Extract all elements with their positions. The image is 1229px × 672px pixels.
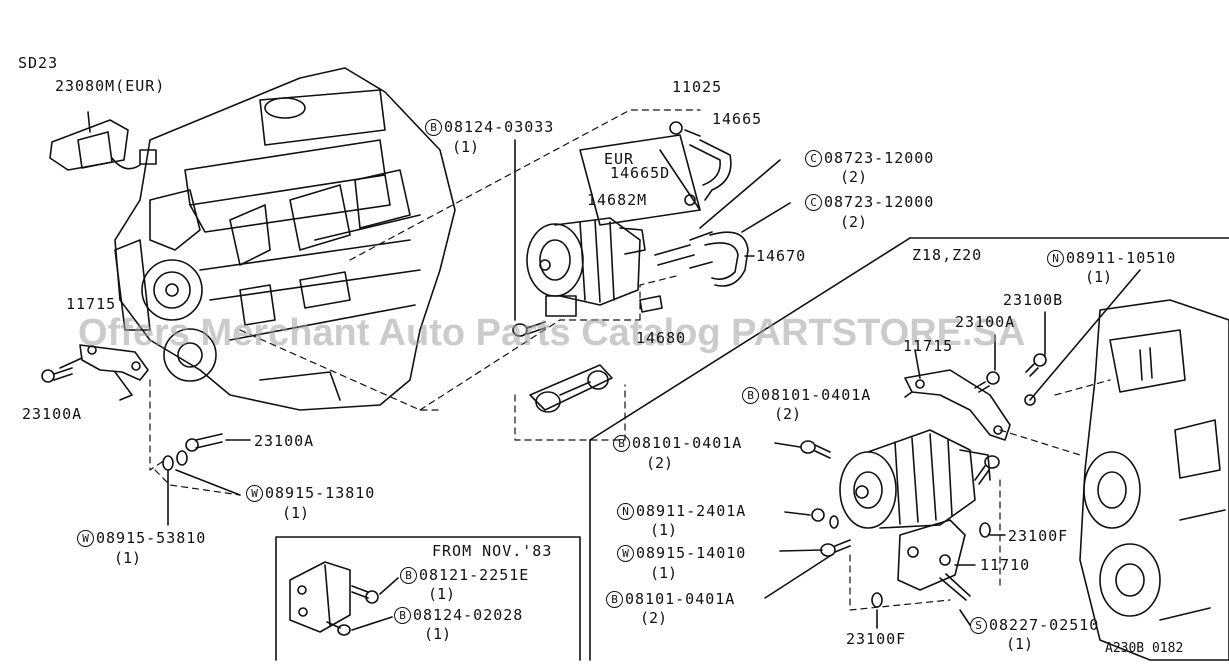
qty-n-08911-2401a: (1) bbox=[650, 521, 678, 539]
bolt-08124-03033 bbox=[512, 321, 546, 337]
badge-c: C bbox=[805, 150, 822, 167]
qty-s-08227-02510: (1) bbox=[1006, 635, 1034, 653]
badge-w: W bbox=[617, 545, 634, 562]
label-23100b[interactable]: 23100B bbox=[1003, 291, 1064, 309]
label-14665[interactable]: 14665 bbox=[712, 110, 763, 128]
label-11715-right[interactable]: 11715 bbox=[903, 337, 954, 355]
label-14680[interactable]: 14680 bbox=[636, 329, 687, 347]
badge-b: B bbox=[742, 387, 759, 404]
label-11715-left[interactable]: 11715 bbox=[66, 295, 117, 313]
label-23100a-mid[interactable]: 23100A bbox=[254, 432, 315, 450]
qty-w-08915-14010: (1) bbox=[650, 564, 678, 582]
inset-bracket-drawing bbox=[289, 561, 399, 636]
bracket-11710 bbox=[897, 519, 966, 591]
pipe-14665d-box bbox=[579, 134, 701, 226]
inset-box bbox=[275, 536, 581, 661]
bolt-23100a-mid bbox=[185, 433, 223, 452]
right-engine-drawing bbox=[1079, 299, 1229, 661]
alternator-upper-drawing bbox=[526, 217, 695, 317]
hose-14665 bbox=[669, 121, 732, 201]
qty-c-08723-12000-b: (2) bbox=[840, 213, 868, 231]
label-14670[interactable]: 14670 bbox=[756, 247, 807, 265]
bolt-23100a-left bbox=[41, 367, 73, 383]
sd23-engine-drawing bbox=[114, 67, 456, 411]
sensor-23080m-drawing bbox=[49, 111, 157, 171]
figure-code: A230B 0182 bbox=[1105, 641, 1184, 656]
label-from-nov-83: FROM NOV.'83 bbox=[432, 542, 553, 560]
badge-c: C bbox=[805, 194, 822, 211]
z18-panel-divider bbox=[589, 237, 1229, 661]
label-11710[interactable]: 11710 bbox=[980, 556, 1031, 574]
qty-n-08911-10510: (1) bbox=[1085, 268, 1113, 286]
qty-c-08723-12000-a: (2) bbox=[840, 168, 868, 186]
badge-b: B bbox=[394, 607, 411, 624]
label-eur: EUR bbox=[604, 150, 635, 168]
qty-b-08124-03033: (1) bbox=[452, 138, 480, 156]
alternator-lower-drawing bbox=[839, 429, 991, 529]
badge-w: W bbox=[246, 485, 263, 502]
qty-b-08124-02028: (1) bbox=[424, 625, 452, 643]
bracket-11715-left bbox=[79, 344, 149, 401]
fasteners-right bbox=[800, 353, 1047, 608]
label-14665d[interactable]: 14665D bbox=[610, 164, 671, 182]
hose-14670 bbox=[689, 231, 749, 287]
filter-14680-drawing bbox=[529, 364, 613, 413]
qty-w-08915-13810: (1) bbox=[282, 504, 310, 522]
label-23100a-right[interactable]: 23100A bbox=[955, 313, 1016, 331]
label-23080m[interactable]: 23080M(EUR) bbox=[55, 77, 166, 95]
qty-b-08101-0401a-2: (2) bbox=[646, 454, 674, 472]
badge-b: B bbox=[613, 435, 630, 452]
qty-b-08121-2251e: (1) bbox=[428, 585, 456, 603]
badge-n: N bbox=[617, 503, 634, 520]
bracket-11715-right bbox=[904, 369, 1011, 441]
label-sd23: SD23 bbox=[18, 54, 59, 72]
qty-b-08101-0401a-3: (2) bbox=[640, 609, 668, 627]
qty-w-08915-53810: (1) bbox=[114, 549, 142, 567]
label-14682m[interactable]: 14682M bbox=[587, 191, 648, 209]
badge-b: B bbox=[425, 119, 442, 136]
label-z18-z20: Z18,Z20 bbox=[912, 246, 983, 264]
badge-b: B bbox=[400, 567, 417, 584]
label-23100a-left[interactable]: 23100A bbox=[22, 405, 83, 423]
leader-lines-right bbox=[764, 269, 1141, 629]
badge-w: W bbox=[77, 530, 94, 547]
label-23100f-bottom[interactable]: 23100F bbox=[846, 630, 907, 648]
qty-b-08101-0401a-1: (2) bbox=[774, 405, 802, 423]
badge-s: S bbox=[970, 617, 987, 634]
label-23100f-right[interactable]: 23100F bbox=[1008, 527, 1069, 545]
badge-n: N bbox=[1047, 250, 1064, 267]
label-11025[interactable]: 11025 bbox=[672, 78, 723, 96]
badge-b: B bbox=[606, 591, 623, 608]
